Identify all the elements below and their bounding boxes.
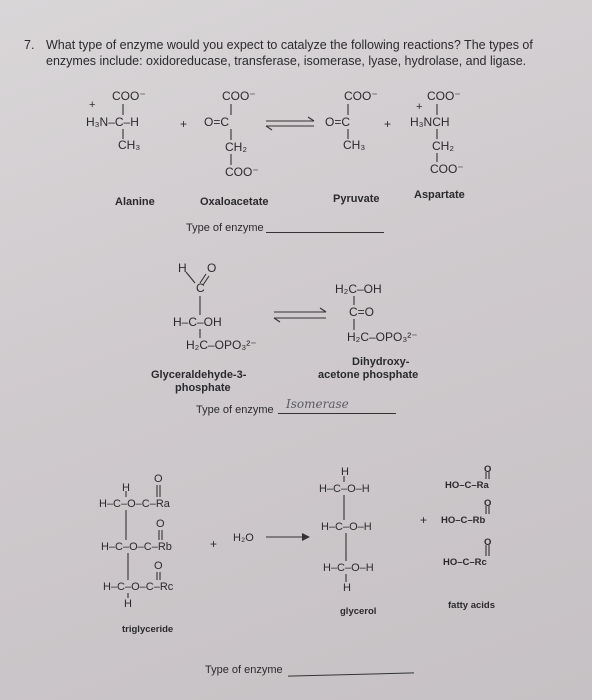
question-line-1: What type of enzyme would you expect to … bbox=[46, 38, 533, 52]
bond bbox=[185, 271, 196, 284]
dhap-carbonyl: C=O bbox=[349, 305, 375, 319]
glycerol-c2: H–C–O–H bbox=[321, 521, 372, 533]
tg-ester-1: H–C–O–C–Ra bbox=[99, 498, 170, 510]
g3p-hcoh: H–C–OH bbox=[173, 315, 222, 329]
aspartate-coo-bottom: COO⁻ bbox=[430, 162, 464, 176]
pyruvate-label: Pyruvate bbox=[333, 193, 380, 205]
alanine-ch3: CH₃ bbox=[118, 138, 141, 152]
water: H₂O bbox=[233, 532, 254, 544]
enzyme-answer-2[interactable]: Isomerase bbox=[286, 397, 349, 411]
oxaloacetate-carbonyl: O=C bbox=[204, 115, 230, 129]
dhap-ch2opo3: H₂C–OPO₃²⁻ bbox=[347, 330, 418, 344]
question-number: 7. bbox=[24, 38, 35, 52]
answer-line-2 bbox=[278, 413, 396, 414]
plus-2: + bbox=[384, 117, 392, 131]
triglyceride-label: triglyceride bbox=[122, 624, 174, 635]
aldehyde-c: C bbox=[196, 281, 205, 295]
fatty-acid-b: HO–C–Rb bbox=[441, 515, 486, 526]
bond bbox=[202, 275, 210, 286]
question-line-2: enzymes include: oxidoreducase, transfer… bbox=[46, 54, 527, 68]
dhap-ch2oh: H₂C–OH bbox=[335, 282, 382, 296]
fa-o-2: O bbox=[484, 498, 492, 509]
glycerol-label: glycerol bbox=[340, 606, 377, 617]
enzyme-prompt-1: Type of enzyme bbox=[186, 222, 264, 234]
glycerol-c3: H–C–O–H bbox=[323, 562, 374, 574]
enzyme-prompt-3: Type of enzyme bbox=[205, 664, 283, 676]
plus-1: + bbox=[180, 117, 188, 131]
alanine-label: Alanine bbox=[115, 196, 155, 208]
dhap-label-1: Dihydroxy- bbox=[352, 356, 410, 368]
pyruvate-ch3: CH₃ bbox=[343, 138, 366, 152]
glycerol-top-h: H bbox=[341, 466, 349, 478]
arrow-head bbox=[273, 317, 281, 323]
alanine-coo: COO⁻ bbox=[112, 89, 146, 103]
plus-charge: + bbox=[89, 99, 96, 111]
glycerol-bottom-h: H bbox=[343, 582, 351, 594]
aspartate-ch2: CH₂ bbox=[432, 139, 454, 153]
g3p-ch2opo3: H₂C–OPO₃²⁻ bbox=[186, 338, 257, 352]
plus-4: + bbox=[420, 513, 428, 527]
tg-o-3: O bbox=[154, 560, 163, 572]
oxaloacetate-label: Oxaloacetate bbox=[200, 196, 269, 208]
plus-charge-2: + bbox=[416, 101, 423, 113]
arrow-head bbox=[307, 116, 315, 122]
arrow-head bbox=[265, 125, 273, 131]
tg-o-1: O bbox=[154, 473, 163, 485]
tg-ester-3: H–C–O–C–Rc bbox=[103, 581, 174, 593]
fatty-acid-c: HO–C–Rc bbox=[443, 557, 487, 568]
arrow-head bbox=[319, 307, 327, 313]
oxaloacetate-ch2: CH₂ bbox=[225, 140, 247, 154]
g3p-label-1: Glyceraldehyde-3- bbox=[151, 369, 247, 381]
fa-o-1: O bbox=[484, 464, 492, 475]
fatty-acid-a: HO–C–Ra bbox=[445, 480, 489, 491]
aspartate-nch: H₃NCH bbox=[410, 115, 450, 129]
pyruvate-carbonyl: O=C bbox=[325, 115, 351, 129]
glycerol-c1: H–C–O–H bbox=[319, 483, 370, 495]
aspartate-label: Aspartate bbox=[414, 189, 465, 201]
fa-o-3: O bbox=[484, 537, 492, 548]
aldehyde-o: O bbox=[207, 261, 217, 275]
pyruvate-coo: COO⁻ bbox=[344, 89, 378, 103]
tg-ester-2: H–C–O–C–Rb bbox=[101, 541, 172, 553]
bond bbox=[199, 273, 207, 284]
plus-3: + bbox=[210, 537, 218, 551]
oxaloacetate-coo-top: COO⁻ bbox=[222, 89, 256, 103]
tg-o-2: O bbox=[156, 518, 165, 530]
tg-top-h: H bbox=[122, 482, 130, 494]
tg-bottom-h: H bbox=[124, 598, 132, 610]
dhap-label-2: acetone phosphate bbox=[318, 369, 419, 381]
answer-line-1 bbox=[266, 232, 384, 233]
enzyme-prompt-2: Type of enzyme bbox=[196, 404, 274, 416]
g3p-label-2: phosphate bbox=[175, 382, 231, 394]
reaction-arrow-head bbox=[302, 533, 310, 541]
aldehyde-h: H bbox=[178, 261, 187, 275]
oxaloacetate-coo-bottom: COO⁻ bbox=[225, 165, 259, 179]
aspartate-coo-top: COO⁻ bbox=[427, 89, 461, 103]
alanine-center: H₃N–C–H bbox=[86, 115, 139, 129]
fatty-acids-label: fatty acids bbox=[448, 600, 495, 611]
